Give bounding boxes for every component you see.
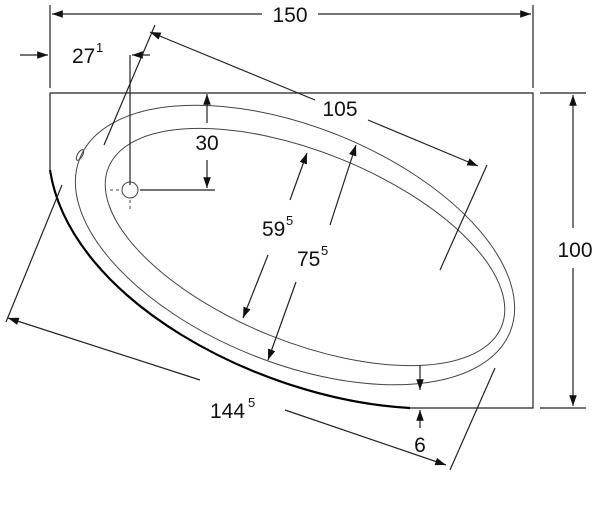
svg-text:1: 1	[96, 40, 103, 55]
label-105: 105	[322, 98, 357, 121]
svg-text:5: 5	[286, 213, 293, 228]
label-150: 150	[272, 4, 307, 27]
label-27: 27	[72, 45, 95, 68]
dimension-6: 6	[414, 365, 426, 457]
dimension-30: 30	[140, 94, 219, 191]
dimension-27-1: 27 1	[20, 40, 150, 185]
dimension-105: 105	[103, 24, 488, 271]
svg-text:5: 5	[321, 243, 328, 258]
tub-outline	[49, 92, 534, 409]
label-75: 75	[297, 248, 320, 271]
label-30: 30	[195, 132, 218, 155]
dimension-59-5: 59 5	[242, 152, 308, 319]
label-6: 6	[414, 434, 426, 457]
dimension-150: 150	[49, 4, 534, 88]
tub-basin	[104, 127, 506, 367]
dimension-100: 100	[540, 92, 593, 409]
tub-front-curve	[48, 169, 411, 410]
tub-rim	[74, 104, 516, 386]
label-100: 100	[557, 239, 592, 262]
svg-text:5: 5	[248, 395, 255, 410]
dimension-144-5: 144 5	[5, 184, 496, 471]
label-59: 59	[262, 218, 285, 241]
label-144: 144	[210, 400, 245, 423]
overflow-icon	[75, 149, 85, 161]
dimension-75-5: 75 5	[267, 144, 357, 361]
